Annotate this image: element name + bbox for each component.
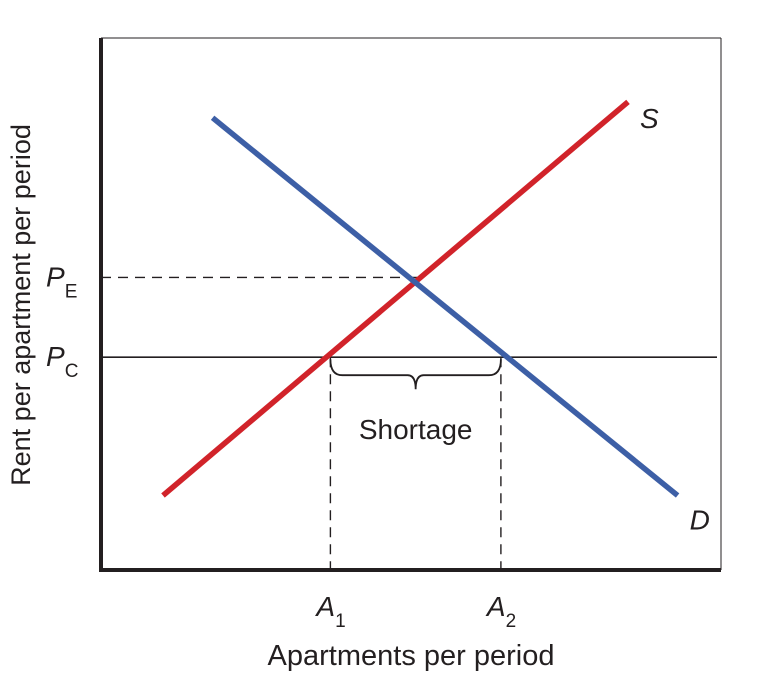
- y-tick-label-e: PE: [46, 261, 77, 302]
- demand-curve: [210, 115, 680, 498]
- supply-curve: [161, 99, 630, 498]
- x-axis-title: Apartments per period: [268, 640, 555, 672]
- supply-label: S: [640, 103, 659, 134]
- x-tick-label-1: A1: [314, 591, 345, 632]
- shortage-label: Shortage: [359, 414, 473, 445]
- demand-label: D: [690, 505, 710, 536]
- y-tick-label-c: PC: [46, 341, 78, 382]
- y-axis-title: Rent per apartment per period: [6, 124, 36, 486]
- shortage-brace: [329, 359, 502, 390]
- x-tick-label-2: A2: [485, 591, 516, 632]
